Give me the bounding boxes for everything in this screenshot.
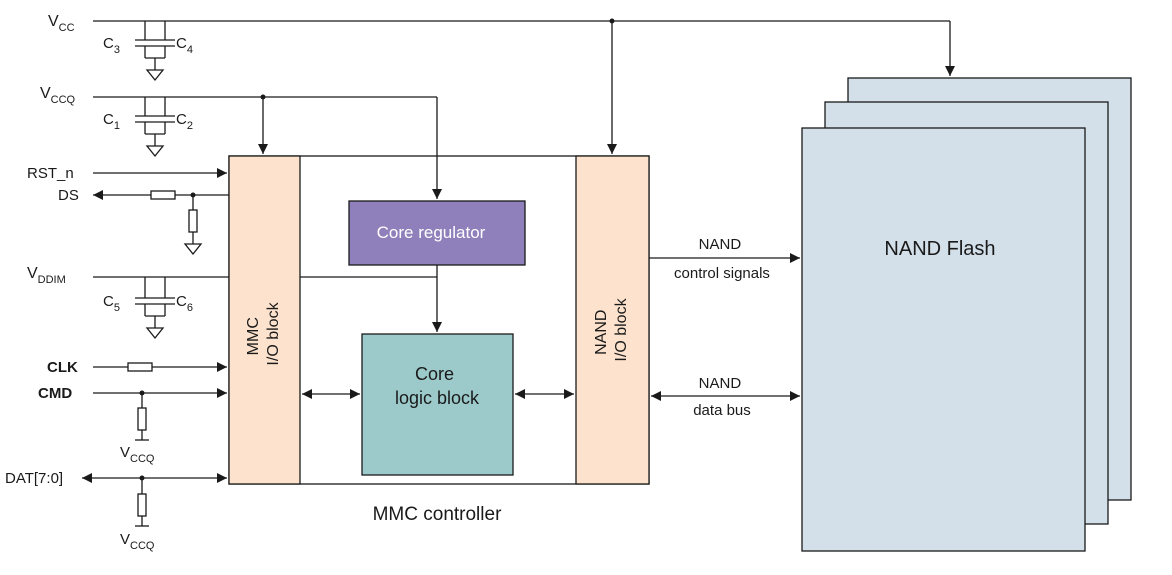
c3-c4-decoupling: C3 C4 bbox=[103, 21, 193, 82]
vccq-rail: VCCQ bbox=[40, 85, 442, 199]
vcc-label: VCC bbox=[48, 13, 75, 34]
cmd-signal: CMD VCCQ bbox=[38, 385, 227, 465]
dat-pullup-resistor bbox=[137, 493, 147, 517]
dat-signal: DAT[7:0] VCCQ bbox=[5, 470, 227, 552]
mmc-io-block-label: MMC I/O block bbox=[245, 301, 282, 365]
core-regulator-label: Core regulator bbox=[377, 223, 486, 242]
nand-control-label: NAND control signals bbox=[674, 236, 770, 282]
ground-icon bbox=[183, 243, 203, 256]
c3-label: C3 bbox=[103, 35, 120, 56]
ground-icon bbox=[145, 69, 165, 82]
vddim-rail: VDDIM bbox=[27, 265, 229, 286]
clk-signal: CLK bbox=[47, 359, 227, 376]
vccq-label: VCCQ bbox=[40, 85, 76, 106]
core-logic-block: Core logic block bbox=[361, 333, 514, 476]
nand-flash-stack: NAND Flash bbox=[801, 77, 1132, 552]
vddim-label: VDDIM bbox=[27, 265, 66, 286]
nand-control-bus: NAND control signals bbox=[649, 236, 800, 282]
vcc-rail: VCC bbox=[48, 13, 955, 154]
core-logic-label: Core logic block bbox=[395, 364, 480, 408]
nand-data-label: NAND data bus bbox=[693, 375, 751, 419]
rst-n-signal: RST_n bbox=[27, 165, 227, 182]
ground-icon bbox=[145, 145, 165, 158]
c1-c2-decoupling: C1 C2 bbox=[103, 97, 193, 158]
nand-data-bus: NAND data bus bbox=[651, 375, 800, 419]
cmd-pullup-vccq-label: VCCQ bbox=[120, 444, 155, 465]
ground-icon bbox=[145, 327, 165, 340]
clk-series-resistor bbox=[127, 362, 153, 372]
nand-io-block-label: NAND I/O block bbox=[593, 297, 630, 361]
core-regulator-block: Core regulator bbox=[348, 200, 526, 266]
c2-label: C2 bbox=[176, 111, 193, 132]
dat-pullup-vccq-label: VCCQ bbox=[120, 531, 155, 552]
ds-signal: DS bbox=[58, 187, 229, 256]
rst-n-label: RST_n bbox=[27, 165, 74, 182]
c1-label: C1 bbox=[103, 111, 120, 132]
clk-label: CLK bbox=[47, 359, 78, 376]
cmd-pullup-resistor bbox=[137, 407, 147, 431]
nand-flash-die-front bbox=[801, 127, 1086, 552]
nand-flash-label: NAND Flash bbox=[884, 238, 995, 260]
dat-label: DAT[7:0] bbox=[5, 470, 63, 487]
c5-c6-decoupling: C5 C6 bbox=[103, 277, 193, 340]
mmc-io-block: MMC I/O block bbox=[228, 155, 301, 485]
cmd-label: CMD bbox=[38, 385, 72, 402]
c4-label: C4 bbox=[176, 35, 193, 56]
ds-series-resistor bbox=[150, 190, 176, 200]
nand-io-block: NAND I/O block bbox=[575, 155, 650, 485]
c5-label: C5 bbox=[103, 293, 120, 314]
ds-pulldown-resistor bbox=[188, 209, 198, 233]
mmc-controller-caption: MMC controller bbox=[373, 504, 502, 525]
ds-label: DS bbox=[58, 187, 79, 204]
c6-label: C6 bbox=[176, 293, 193, 314]
